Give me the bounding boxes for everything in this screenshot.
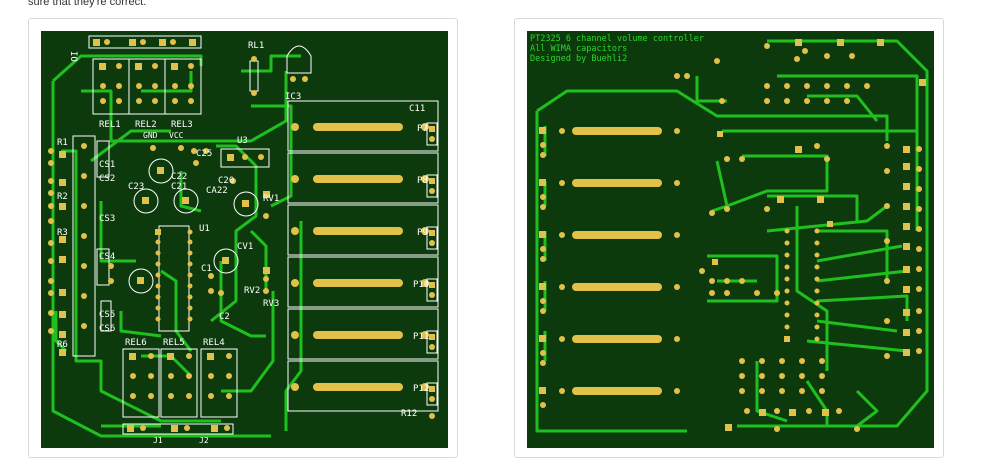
u1-pads xyxy=(155,229,193,322)
cs-pads xyxy=(48,143,87,356)
label-rv1: RV1 xyxy=(263,194,279,204)
label-r6: R6 xyxy=(57,340,68,350)
top-traces xyxy=(51,54,303,438)
bottom-title-line-2: All WIMA capacitors xyxy=(530,44,627,54)
label-rel2: REL2 xyxy=(135,120,157,130)
label-c1: C1 xyxy=(201,264,212,274)
label-cs2: CS2 xyxy=(99,174,115,184)
led-pads xyxy=(251,56,308,96)
label-cs6: CS6 xyxy=(99,324,115,334)
label-rel1: REL1 xyxy=(99,120,121,130)
label-ca22: CA22 xyxy=(206,186,228,196)
label-ic-top-left: IO xyxy=(68,51,78,62)
right-connectors xyxy=(426,122,438,406)
label-rv3: RV3 xyxy=(263,299,279,309)
led-outline xyxy=(249,45,312,92)
label-rv2: RV2 xyxy=(244,286,260,296)
label-c2: C2 xyxy=(219,312,230,322)
bottom-pads-ic xyxy=(784,228,820,342)
label-c23: C23 xyxy=(128,182,144,192)
bottom-pads-top-area xyxy=(674,39,884,227)
pcb-bottom-view: PT2325 6 channel volume controller All W… xyxy=(527,31,934,448)
pcb-top-view: RL1 IO IC3 REL1 REL2 REL3 GND VCC U3 C25… xyxy=(41,31,448,448)
label-p11: P11 xyxy=(413,332,429,342)
label-c20: C20 xyxy=(218,176,234,186)
bottom-relay-pads xyxy=(127,353,232,432)
u3-outline xyxy=(220,148,270,168)
pcb-bottom-card[interactable]: PT2325 6 channel volume controller All W… xyxy=(514,18,944,458)
pcb-top-svg: RL1 IO IC3 REL1 REL2 REL3 GND VCC U3 C25… xyxy=(48,35,439,445)
label-p9: P9 xyxy=(417,228,428,238)
page-caption: sure that they're correct. xyxy=(28,0,147,8)
label-j1: J1 xyxy=(153,436,163,445)
right-connector-pads xyxy=(429,126,435,419)
label-cs3: CS3 xyxy=(99,214,115,224)
label-r1: R1 xyxy=(57,138,68,148)
pcb-top-card[interactable]: RL1 IO IC3 REL1 REL2 REL3 GND VCC U3 C25… xyxy=(28,18,458,458)
label-rl1: RL1 xyxy=(248,41,264,51)
electrolytic-caps xyxy=(128,158,259,294)
bottom-pad-strips xyxy=(572,127,662,395)
label-cs4: CS4 xyxy=(99,252,115,262)
label-c11: C11 xyxy=(409,104,425,114)
label-u3: U3 xyxy=(237,136,248,146)
label-cv1: CV1 xyxy=(237,242,253,252)
label-rel4: REL4 xyxy=(203,338,225,348)
label-rel6: REL6 xyxy=(125,338,147,348)
u3-pads xyxy=(227,154,264,161)
label-j2: J2 xyxy=(199,436,209,445)
pot-outlines xyxy=(287,100,439,412)
label-c21: C21 xyxy=(171,182,187,192)
pcb-bottom-svg: PT2325 6 channel volume controller All W… xyxy=(530,34,929,433)
label-p8: P8 xyxy=(417,176,428,186)
bottom-pads-lower xyxy=(699,259,860,432)
label-vcc: VCC xyxy=(169,131,184,140)
electrolytic-cap-pads xyxy=(137,145,249,284)
label-r12: R12 xyxy=(401,409,417,419)
pot-pad-strips xyxy=(313,123,403,391)
label-c22: C22 xyxy=(171,172,187,182)
bottom-title-line-1: PT2325 6 channel volume controller xyxy=(530,34,704,44)
bottom-pads-left xyxy=(539,127,680,408)
label-gnd: GND xyxy=(143,131,158,140)
label-r3: R3 xyxy=(57,228,68,238)
u1-outline xyxy=(158,225,190,332)
label-cs5: CS5 xyxy=(99,310,115,320)
top-relay-pads xyxy=(93,39,196,104)
bottom-relays xyxy=(122,348,238,435)
label-rel5: REL5 xyxy=(163,338,185,348)
label-p12: P12 xyxy=(413,384,429,394)
label-c25: C25 xyxy=(196,149,212,159)
bottom-pads-right-column xyxy=(884,79,926,359)
label-u1: U1 xyxy=(199,224,210,234)
label-rel3: REL3 xyxy=(171,120,193,130)
bottom-title-line-3: Designed by Buehli2 xyxy=(530,54,627,64)
label-r2: R2 xyxy=(57,192,68,202)
label-p7: P7 xyxy=(417,124,428,134)
label-ic-side: IC3 xyxy=(285,92,301,102)
misc-pads xyxy=(108,148,270,296)
label-cs1: CS1 xyxy=(99,160,115,170)
bottom-traces xyxy=(535,39,929,433)
label-p10: P10 xyxy=(413,280,429,290)
top-relays xyxy=(88,35,202,115)
